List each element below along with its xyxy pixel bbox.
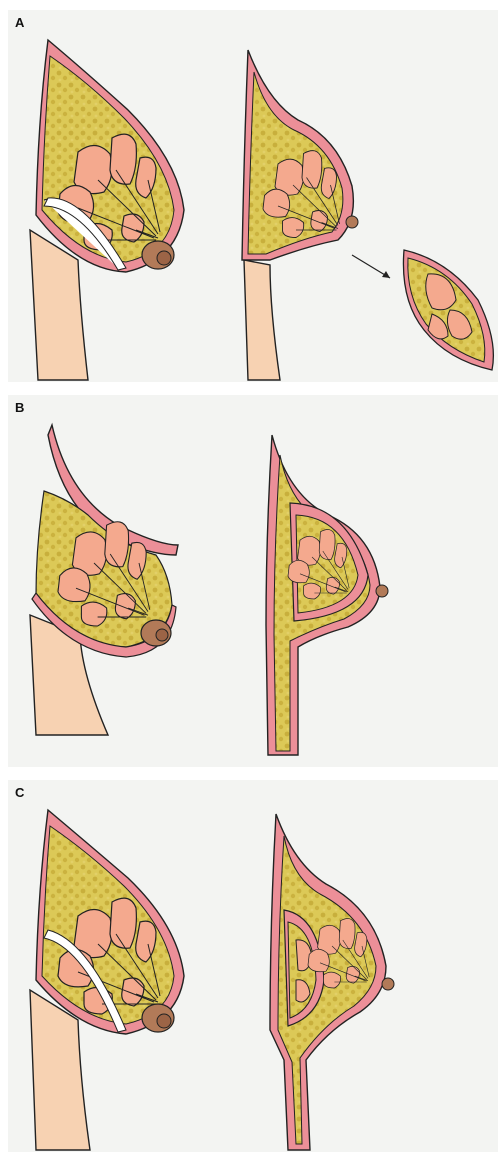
breast-after-b <box>266 435 388 755</box>
panel-c: C <box>8 780 498 1152</box>
excised-tissue-a <box>403 250 493 370</box>
breast-before-c <box>30 810 184 1150</box>
panel-a-illustration <box>8 10 498 382</box>
breast-before-b <box>30 425 178 735</box>
panel-c-illustration <box>8 780 498 1152</box>
panel-b: B <box>8 395 498 767</box>
breast-after-c <box>269 814 394 1150</box>
panel-b-illustration <box>8 395 498 767</box>
breast-after-a <box>242 50 358 380</box>
breast-before-a <box>30 40 184 380</box>
panel-a: A <box>8 10 498 382</box>
